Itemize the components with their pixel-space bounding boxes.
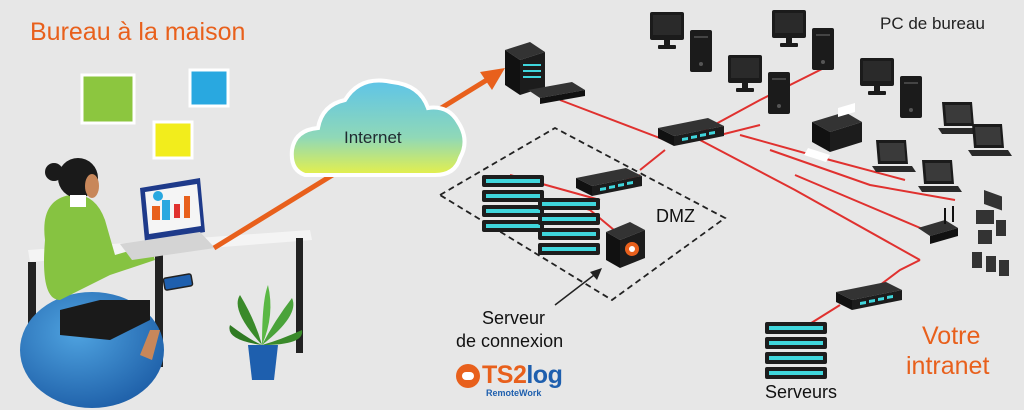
internet-label: Internet — [344, 128, 402, 147]
home-office-label: Bureau à la maison — [30, 18, 246, 46]
internet-cloud — [289, 78, 467, 177]
logo-wordmark: TS2log — [482, 361, 563, 390]
intranet-label-line2: intranet — [906, 352, 990, 380]
office-desktop-pc-1 — [650, 12, 712, 72]
dmz-server-stack-1 — [482, 175, 544, 232]
core-switch — [658, 118, 724, 146]
logo-two: 2 — [512, 361, 527, 389]
office-laptop-2 — [968, 124, 1012, 156]
logo-tagline: RemoteWork — [486, 388, 542, 398]
connection-server — [606, 222, 645, 268]
connection-server-label-line2: de connexion — [456, 331, 564, 351]
office-desktop-pc-3 — [728, 55, 790, 114]
intranet-label-line1: Votre — [922, 322, 981, 350]
potted-plant — [229, 285, 303, 380]
connection-server-label-line1: Serveur — [482, 308, 546, 328]
office-pcs-label: PC de bureau — [880, 14, 985, 33]
smartphone — [162, 273, 194, 291]
wifi-router — [918, 206, 958, 244]
office-laptop-4 — [918, 160, 962, 192]
logo-o-mark — [456, 364, 480, 388]
intranet-servers — [765, 322, 827, 379]
remote-worker-figure — [44, 158, 160, 360]
logo-ts: TS — [482, 361, 513, 389]
servers-label: Serveurs — [765, 382, 838, 402]
dmz-label: DMZ — [656, 206, 695, 226]
office-desktop-pc-2 — [772, 10, 834, 70]
dmz-switch — [576, 168, 642, 196]
intranet-switch — [836, 282, 902, 310]
edge-server — [505, 42, 585, 104]
ts2log-logo: TS2log RemoteWork — [456, 361, 581, 402]
connection-server-pointer — [554, 271, 599, 306]
dmz-boundary — [438, 126, 727, 302]
office-desktop-pc-4 — [860, 58, 922, 118]
mobile-devices — [972, 189, 1009, 276]
office-laptop-3 — [872, 140, 916, 172]
home-laptop — [120, 178, 215, 260]
office-printer — [804, 103, 862, 162]
dmz-server-stack-2 — [538, 198, 600, 255]
logo-log: log — [526, 361, 563, 389]
home-window-tiles — [80, 68, 230, 160]
